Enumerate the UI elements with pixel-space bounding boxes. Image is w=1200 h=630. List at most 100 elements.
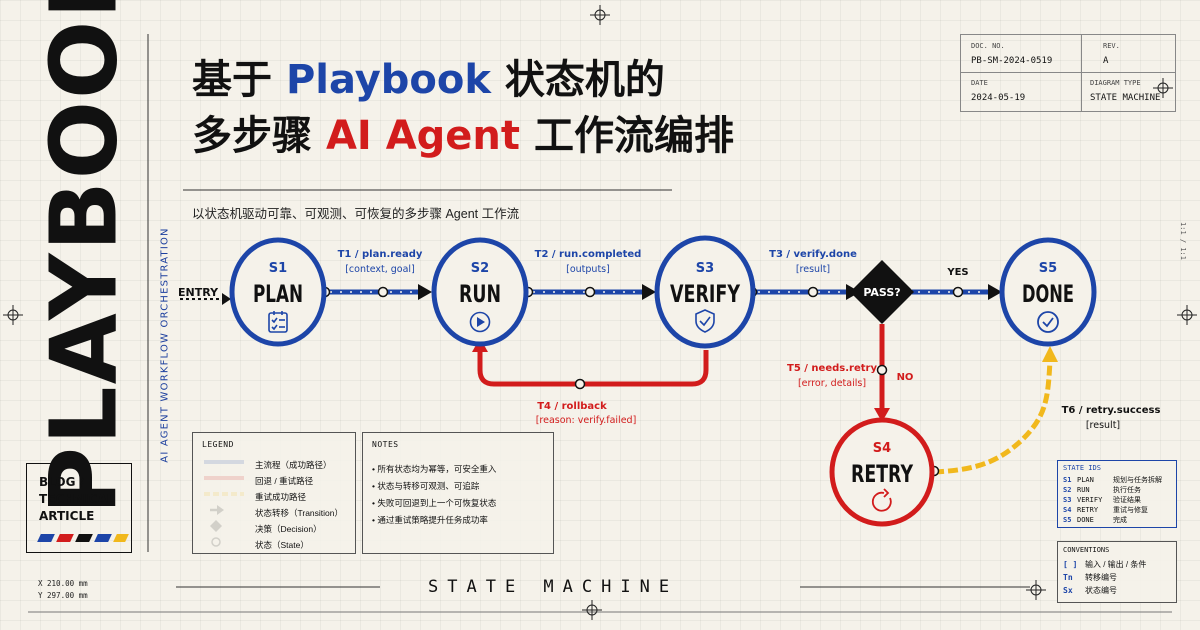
legend-item-label: 回退 / 重试路径 [255,476,314,486]
title-line-1-post: 状态机的 [491,57,665,103]
state-id: S2 [1063,486,1072,494]
note-item: • 状态与转移可观测、可追踪 [372,481,480,491]
state-s5-id: S5 [1039,261,1057,276]
state-id: S3 [1063,496,1072,504]
state-s4[interactable]: S4 RETRY [829,417,935,527]
blog-line-2: TECHNICAL [39,492,115,506]
transition-labels: T1 / plan.ready [context, goal] T2 / run… [338,249,1161,431]
state-s3[interactable]: S3 VERIFY [654,235,756,349]
state-s4-name: RETRY [851,460,913,488]
subtitle: 以状态机驱动可靠、可观测、可恢复的多步骤 Agent 工作流 [192,207,520,221]
meta-type: DIAGRAM TYPE STATE MACHINE [1090,79,1160,103]
edge-retry-success [933,359,1053,475]
convention-desc: 状态编号 [1085,586,1117,595]
state-name: RETRY [1077,506,1099,514]
t5-params: [error, details] [798,378,866,389]
blog-line-3: ARTICLE [39,509,95,523]
decision-pass[interactable]: PASS? [850,260,914,324]
state-desc: 验证结果 [1113,497,1141,504]
footer-label: STATE MACHINE [428,577,679,597]
title-line-1-accent: Playbook [285,57,491,103]
meta-doc-no-value: PB-SM-2024-0519 [971,56,1053,66]
state-name: VERIFY [1077,496,1103,504]
state-s3-name: VERIFY [670,280,740,308]
meta-date: DATE 2024-05-19 [971,79,1025,103]
state-desc: 完成 [1113,517,1127,524]
entry-label: ENTRY [178,286,219,299]
waypoint [876,364,888,376]
state-s4-id: S4 [873,441,891,456]
state-name: RUN [1077,486,1090,494]
state-id: S5 [1063,516,1072,524]
meta-rev: REV. A [1103,42,1120,66]
decision-label: PASS? [863,286,900,299]
notes: NOTES • 所有状态均为幂等，可安全重入 • 状态与转移可观测、可追踪 • … [362,432,554,554]
crosshair-mark [582,600,602,620]
shield-check-icon [695,309,715,333]
state-desc: 重试与修复 [1113,507,1148,514]
legend-item: 主流程（成功路径） [193,457,357,473]
crosshair-mark [1177,305,1197,325]
convention-symbol: Sx [1063,586,1073,595]
crosshair-mark [590,5,610,25]
edge-rollback [477,350,709,387]
meta-type-value: STATE MACHINE [1090,93,1161,103]
note-item: • 所有状态均为幂等，可安全重入 [372,464,497,474]
state-id: S1 [1063,476,1072,484]
transition-arrow [418,284,432,300]
state-s1[interactable]: S1 PLAN [229,237,327,347]
state-s2-name: RUN [459,280,501,308]
meta-doc-no: DOC. NO. PB-SM-2024-0519 [971,42,1052,66]
registration-marks [3,5,1197,620]
t1-label: T1 / plan.ready [338,249,423,260]
legend: LEGEND 主流程（成功路径） 回退 / 重试路径 重试成功路径 状态转移（T… [192,432,356,554]
dimensions: X 210.00 mm Y 297.00 mm [38,578,88,602]
checklist-icon [268,311,288,333]
state-s1-id: S1 [269,261,287,276]
retry-arrow [874,408,890,422]
conventions-header: CONVENTIONS [1063,546,1110,554]
convention-desc: 输入 / 输出 / 条件 [1085,560,1147,569]
t2-label: T2 / run.completed [535,249,642,260]
t4-label: T4 / rollback [537,401,607,412]
meta-doc-no-label: DOC. NO. [971,42,1005,50]
state-ids-header: STATE IDS [1063,464,1101,472]
legend-item-label: 状态（State） [255,540,309,550]
state-s1-name: PLAN [253,280,303,308]
waypoint [574,378,586,390]
blog-line-1: BLOG / [39,475,84,489]
title-line-1-pre: 基于 [192,57,286,103]
convention-symbol: [ ] [1063,560,1078,569]
t6-params: [result] [1086,420,1120,431]
color-stripes [37,534,129,542]
legend-item: 状态（State） [193,537,357,553]
page-title: 基于 Playbook 状态机的 多步骤 AI Agent 工作流编排 [192,52,734,164]
state-id-row: S3 VERIFY 验证结果 [1063,495,1141,505]
title-line-2-pre: 多步骤 [192,113,326,159]
entry-arrow [222,293,231,305]
frame-lines [28,34,1172,613]
crosshair-mark [1026,580,1046,600]
convention-row: [ ] 输入 / 输出 / 条件 [1063,559,1146,570]
transition-arrow [642,284,656,300]
legend-item-label: 决策（Decision） [255,524,322,534]
state-s5-name: DONE [1022,280,1074,308]
state-name: PLAN [1077,476,1094,484]
legend-item: 状态转移（Transition） [193,505,357,521]
yes-label: YES [946,267,968,278]
state-s5[interactable]: S5 DONE [999,237,1097,347]
title-line-2: 多步骤 AI Agent 工作流编排 [192,108,734,164]
state-s2[interactable]: S2 RUN [431,237,529,347]
check-circle-icon [1037,311,1059,333]
legend-item: 重试成功路径 [193,489,357,505]
meta-date-label: DATE [971,79,988,87]
t5-label: T5 / needs.retry [787,363,877,374]
meta-date-value: 2024-05-19 [971,93,1026,103]
